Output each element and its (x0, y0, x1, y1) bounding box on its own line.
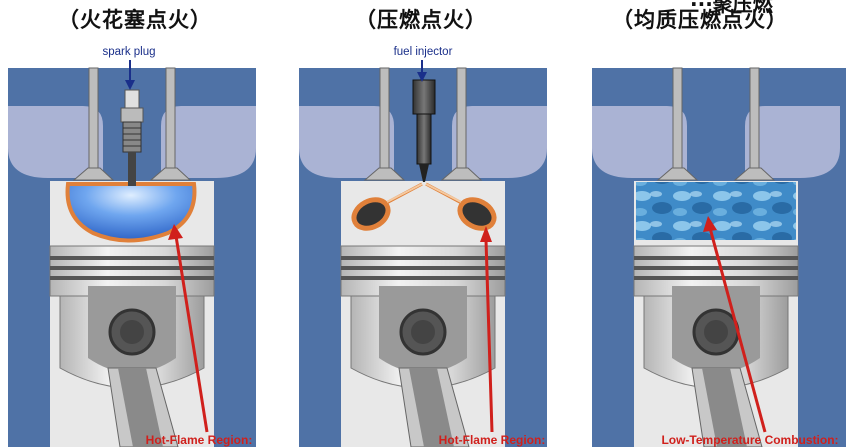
low-temp-arrow (708, 227, 767, 433)
piston-icon (49, 245, 215, 447)
hot-flame-label-1: Hot-Flame Region: (146, 433, 253, 447)
low-temperature-combustion-region (636, 182, 796, 240)
arrow-head-icon (125, 80, 135, 90)
panel-compression-ignition (299, 67, 547, 447)
fuel-injector-icon (412, 79, 436, 182)
panel-title-spark: （火花塞点火） (58, 8, 212, 32)
exhaust-port (745, 106, 840, 178)
hot-flame-arrow-2 (484, 239, 494, 433)
low-temp-label: Low-Temperature Combustion: (661, 433, 838, 447)
panel-title-compression: （压燃点火） (355, 8, 487, 32)
spark-plug-label: spark plug (102, 46, 155, 58)
intake-port (8, 106, 103, 178)
valve-icon (72, 67, 192, 181)
arrow-head-icon (480, 226, 492, 242)
valve-icon (363, 67, 483, 181)
panel-title-hcci: （均质压燃点火） (612, 8, 788, 32)
intake-port (299, 106, 394, 178)
hot-flame-label-2: Hot-Flame Region: (439, 433, 546, 447)
fuel-injector-label: fuel injector (394, 46, 453, 58)
exhaust-port (161, 106, 256, 178)
intake-port (592, 106, 687, 178)
arrow-head-icon (168, 224, 183, 240)
spark-plug-icon (120, 89, 144, 186)
hot-flame-arrow-1 (174, 235, 209, 433)
piston-icon (633, 245, 799, 447)
panel-title-hcci-cut: ···聚压燃 (690, 0, 773, 16)
exhaust-port (452, 106, 547, 178)
piston-icon (340, 245, 506, 447)
arrow-head-icon (417, 72, 427, 82)
valve-icon (656, 67, 776, 181)
arrow-head-icon (703, 216, 717, 232)
hot-flame-region (65, 182, 197, 243)
hot-flame-region (351, 182, 497, 231)
panel-spark-ignition (8, 67, 256, 447)
